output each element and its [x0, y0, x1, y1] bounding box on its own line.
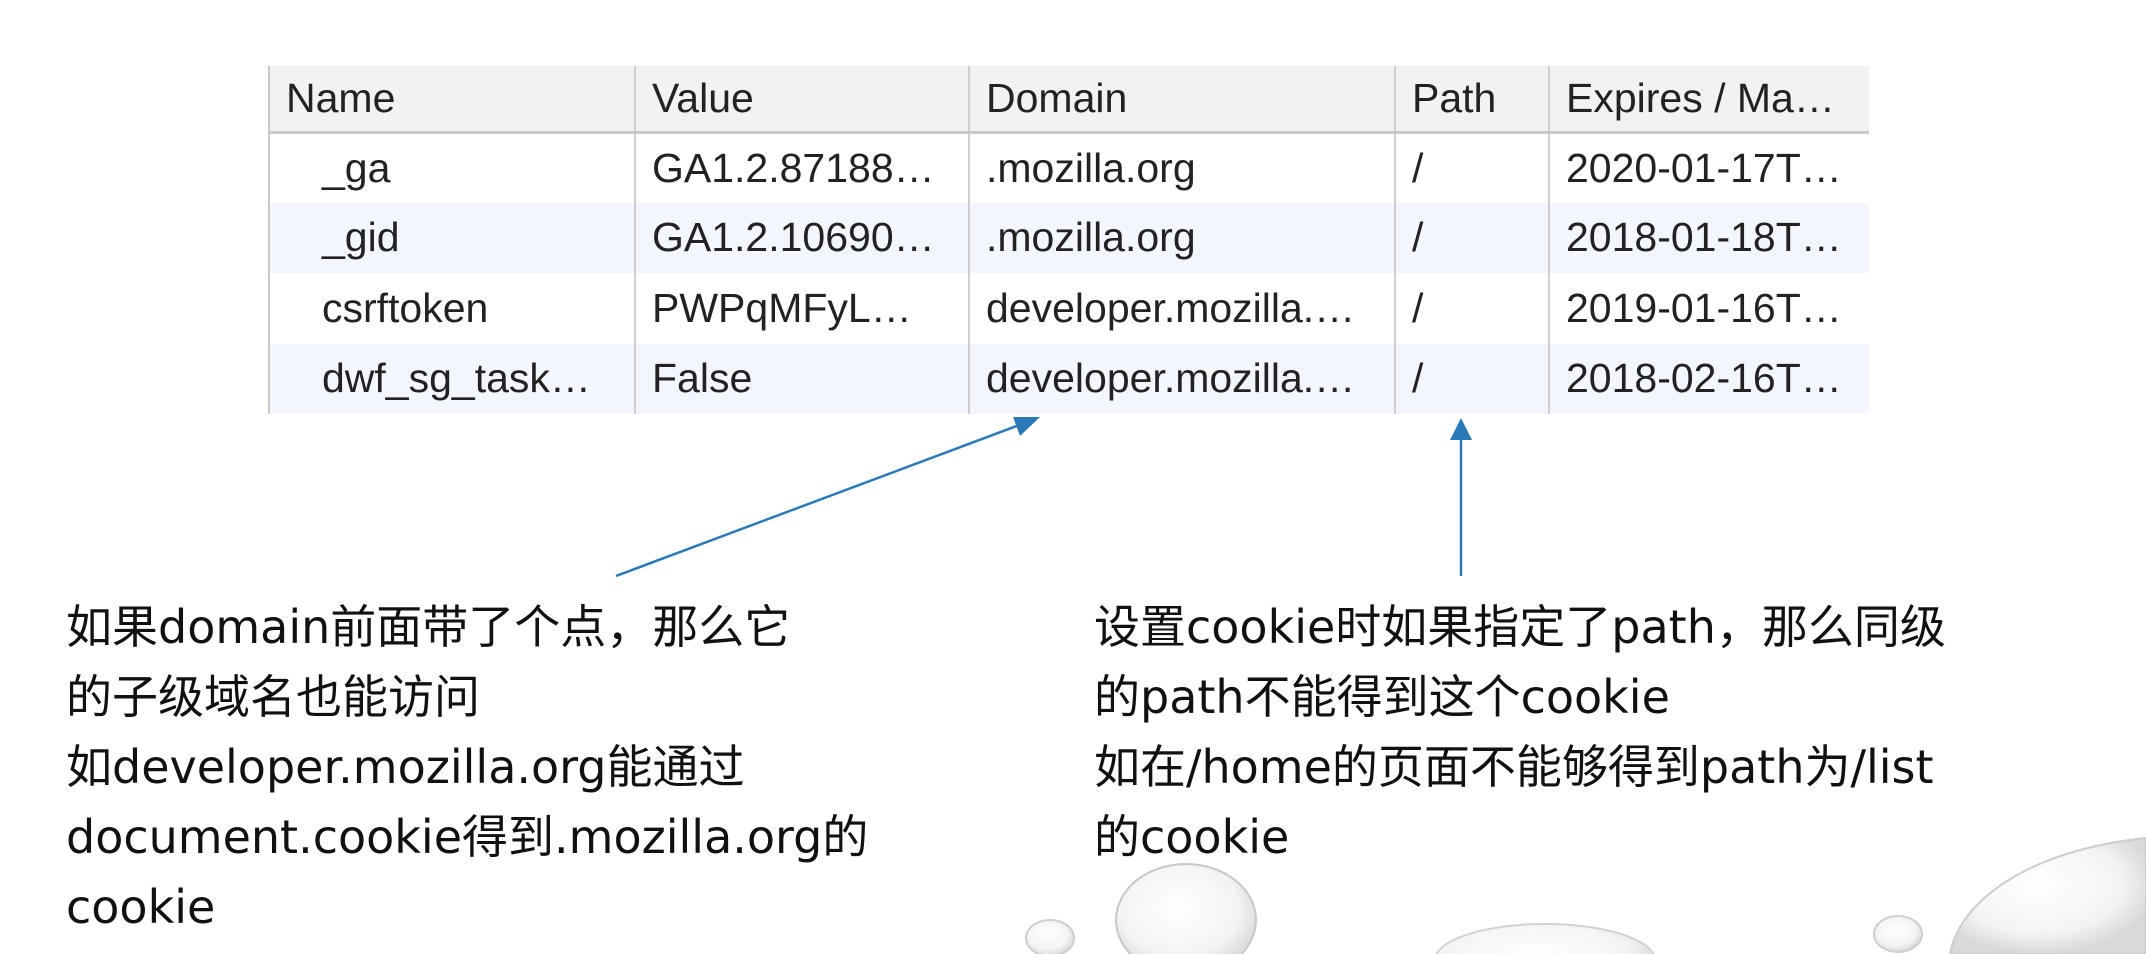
note-line: 如developer.mozilla.org能通过 — [66, 740, 745, 794]
cookie-value: GA1.2.10690… — [634, 202, 969, 273]
water-drop-icon — [1948, 836, 2146, 954]
table-row[interactable]: csrftoken PWPqMFyL… developer.mozilla.… … — [268, 273, 1869, 344]
path-arrow — [1450, 418, 1472, 576]
column-header-domain[interactable]: Domain — [968, 66, 1395, 134]
table-header-row: Name Value Domain Path Expires / Ma… — [268, 66, 1869, 134]
cookie-domain: .mozilla.org — [968, 202, 1395, 273]
water-drop-icon — [1025, 919, 1075, 954]
cookie-path: / — [1394, 202, 1549, 273]
cookie-value: GA1.2.87188… — [634, 132, 969, 203]
path-explanation: 设置cookie时如果指定了path，那么同级 的path不能得到这个cooki… — [1094, 592, 2146, 872]
water-drop-icon — [1873, 915, 1923, 953]
cookie-expires: 2018-02-16T… — [1548, 343, 1869, 414]
cookie-path: / — [1394, 132, 1549, 203]
cookie-value: PWPqMFyL… — [634, 273, 969, 344]
water-drop-icon — [1435, 923, 1655, 954]
cookie-expires: 2019-01-16T… — [1548, 273, 1869, 344]
cookie-value: False — [634, 343, 969, 414]
cookie-name: _ga — [268, 132, 635, 203]
note-line: 的path不能得到这个cookie — [1094, 670, 1670, 724]
cookie-name: dwf_sg_task… — [268, 343, 635, 414]
note-line: 如果domain前面带了个点，那么它 — [66, 600, 791, 654]
table-row[interactable]: _gid GA1.2.10690… .mozilla.org / 2018-01… — [268, 202, 1869, 273]
domain-arrow — [615, 417, 1040, 578]
column-header-path[interactable]: Path — [1394, 66, 1549, 134]
cookie-name: _gid — [268, 202, 635, 273]
column-header-value[interactable]: Value — [634, 66, 969, 134]
column-header-name[interactable]: Name — [268, 66, 635, 134]
cookie-domain: .mozilla.org — [968, 132, 1395, 203]
cookie-expires: 2020-01-17T… — [1548, 132, 1869, 203]
note-line: 的cookie — [1094, 810, 1290, 864]
column-header-expires[interactable]: Expires / Ma… — [1548, 66, 1869, 134]
cookie-expires: 2018-01-18T… — [1548, 202, 1869, 273]
cookie-domain: developer.mozilla.… — [968, 273, 1395, 344]
domain-explanation: 如果domain前面带了个点，那么它 的子级域名也能访问 如developer.… — [66, 592, 1026, 942]
cookie-path: / — [1394, 273, 1549, 344]
table-row[interactable]: _ga GA1.2.87188… .mozilla.org / 2020-01-… — [268, 132, 1869, 203]
cookie-domain: developer.mozilla.… — [968, 343, 1395, 414]
cookie-name: csrftoken — [268, 273, 635, 344]
note-line: 设置cookie时如果指定了path，那么同级 — [1094, 600, 1946, 654]
note-line: cookie — [66, 880, 216, 934]
cookie-table: Name Value Domain Path Expires / Ma… _ga… — [268, 66, 1869, 414]
water-drop-icon — [1115, 863, 1257, 954]
cookie-path: / — [1394, 343, 1549, 414]
note-line: document.cookie得到.mozilla.org的 — [66, 810, 869, 864]
note-line: 如在/home的页面不能够得到path为/list — [1094, 740, 1934, 794]
note-line: 的子级域名也能访问 — [66, 670, 480, 724]
table-row[interactable]: dwf_sg_task… False developer.mozilla.… /… — [268, 343, 1869, 414]
